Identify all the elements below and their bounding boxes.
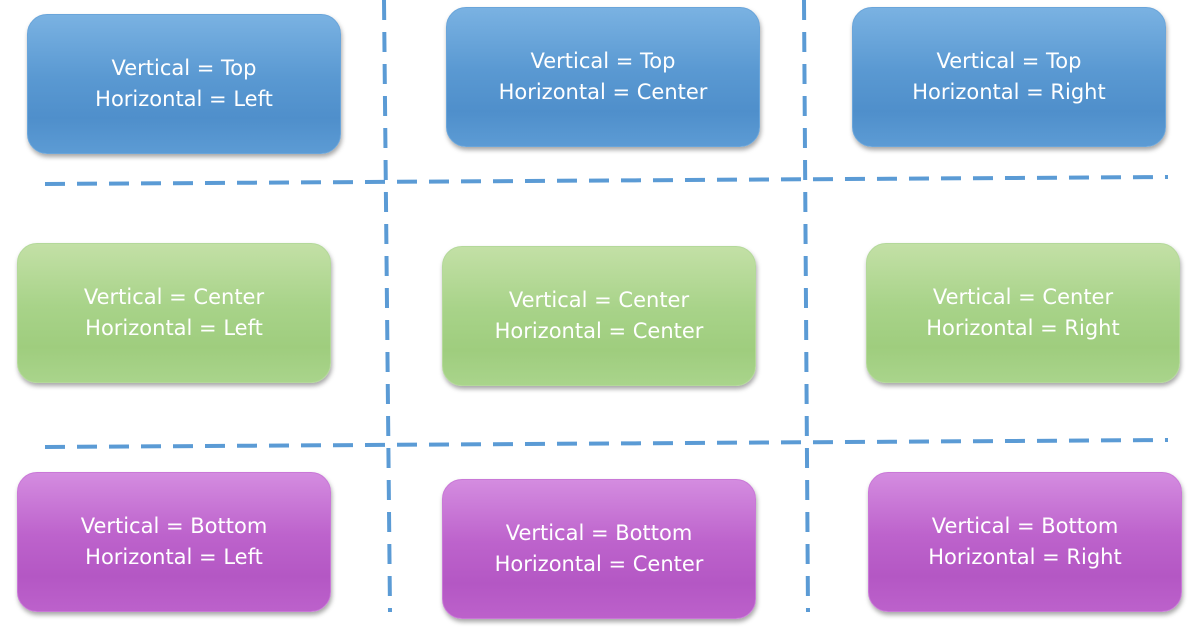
- box-top-center: Vertical = Top Horizontal = Center: [446, 7, 760, 147]
- horizontal-label: Horizontal = Left: [85, 316, 263, 340]
- vertical-label: Vertical = Center: [508, 288, 690, 312]
- horizontal-divider-top: [44, 175, 1169, 186]
- horizontal-label: Horizontal = Left: [85, 545, 263, 569]
- box-bottom-left: Vertical = Bottom Horizontal = Left: [17, 472, 331, 612]
- box-center-center: Vertical = Center Horizontal = Center: [442, 246, 756, 386]
- vertical-label: Vertical = Center: [932, 285, 1114, 309]
- vertical-divider-right: [802, 0, 810, 613]
- horizontal-label: Horizontal = Center: [498, 80, 708, 104]
- vertical-label: Vertical = Center: [83, 285, 265, 309]
- vertical-label: Vertical = Bottom: [931, 514, 1119, 538]
- box-bottom-center: Vertical = Bottom Horizontal = Center: [442, 479, 756, 619]
- box-center-right: Vertical = Center Horizontal = Right: [866, 243, 1180, 383]
- horizontal-label: Horizontal = Right: [912, 80, 1106, 104]
- horizontal-label: Horizontal = Center: [494, 552, 704, 576]
- vertical-label: Vertical = Top: [530, 49, 676, 73]
- vertical-label: Vertical = Top: [936, 49, 1082, 73]
- box-top-left: Vertical = Top Horizontal = Left: [27, 14, 341, 154]
- horizontal-label: Horizontal = Right: [928, 545, 1122, 569]
- horizontal-divider-bottom: [44, 438, 1169, 449]
- box-top-right: Vertical = Top Horizontal = Right: [852, 7, 1166, 147]
- vertical-label: Vertical = Top: [111, 56, 257, 80]
- box-center-left: Vertical = Center Horizontal = Left: [17, 243, 331, 383]
- horizontal-label: Horizontal = Right: [926, 316, 1120, 340]
- horizontal-label: Horizontal = Left: [95, 87, 273, 111]
- horizontal-label: Horizontal = Center: [494, 319, 704, 343]
- box-bottom-right: Vertical = Bottom Horizontal = Right: [868, 472, 1182, 612]
- vertical-label: Vertical = Bottom: [80, 514, 268, 538]
- vertical-divider-left: [382, 0, 392, 613]
- vertical-label: Vertical = Bottom: [505, 521, 693, 545]
